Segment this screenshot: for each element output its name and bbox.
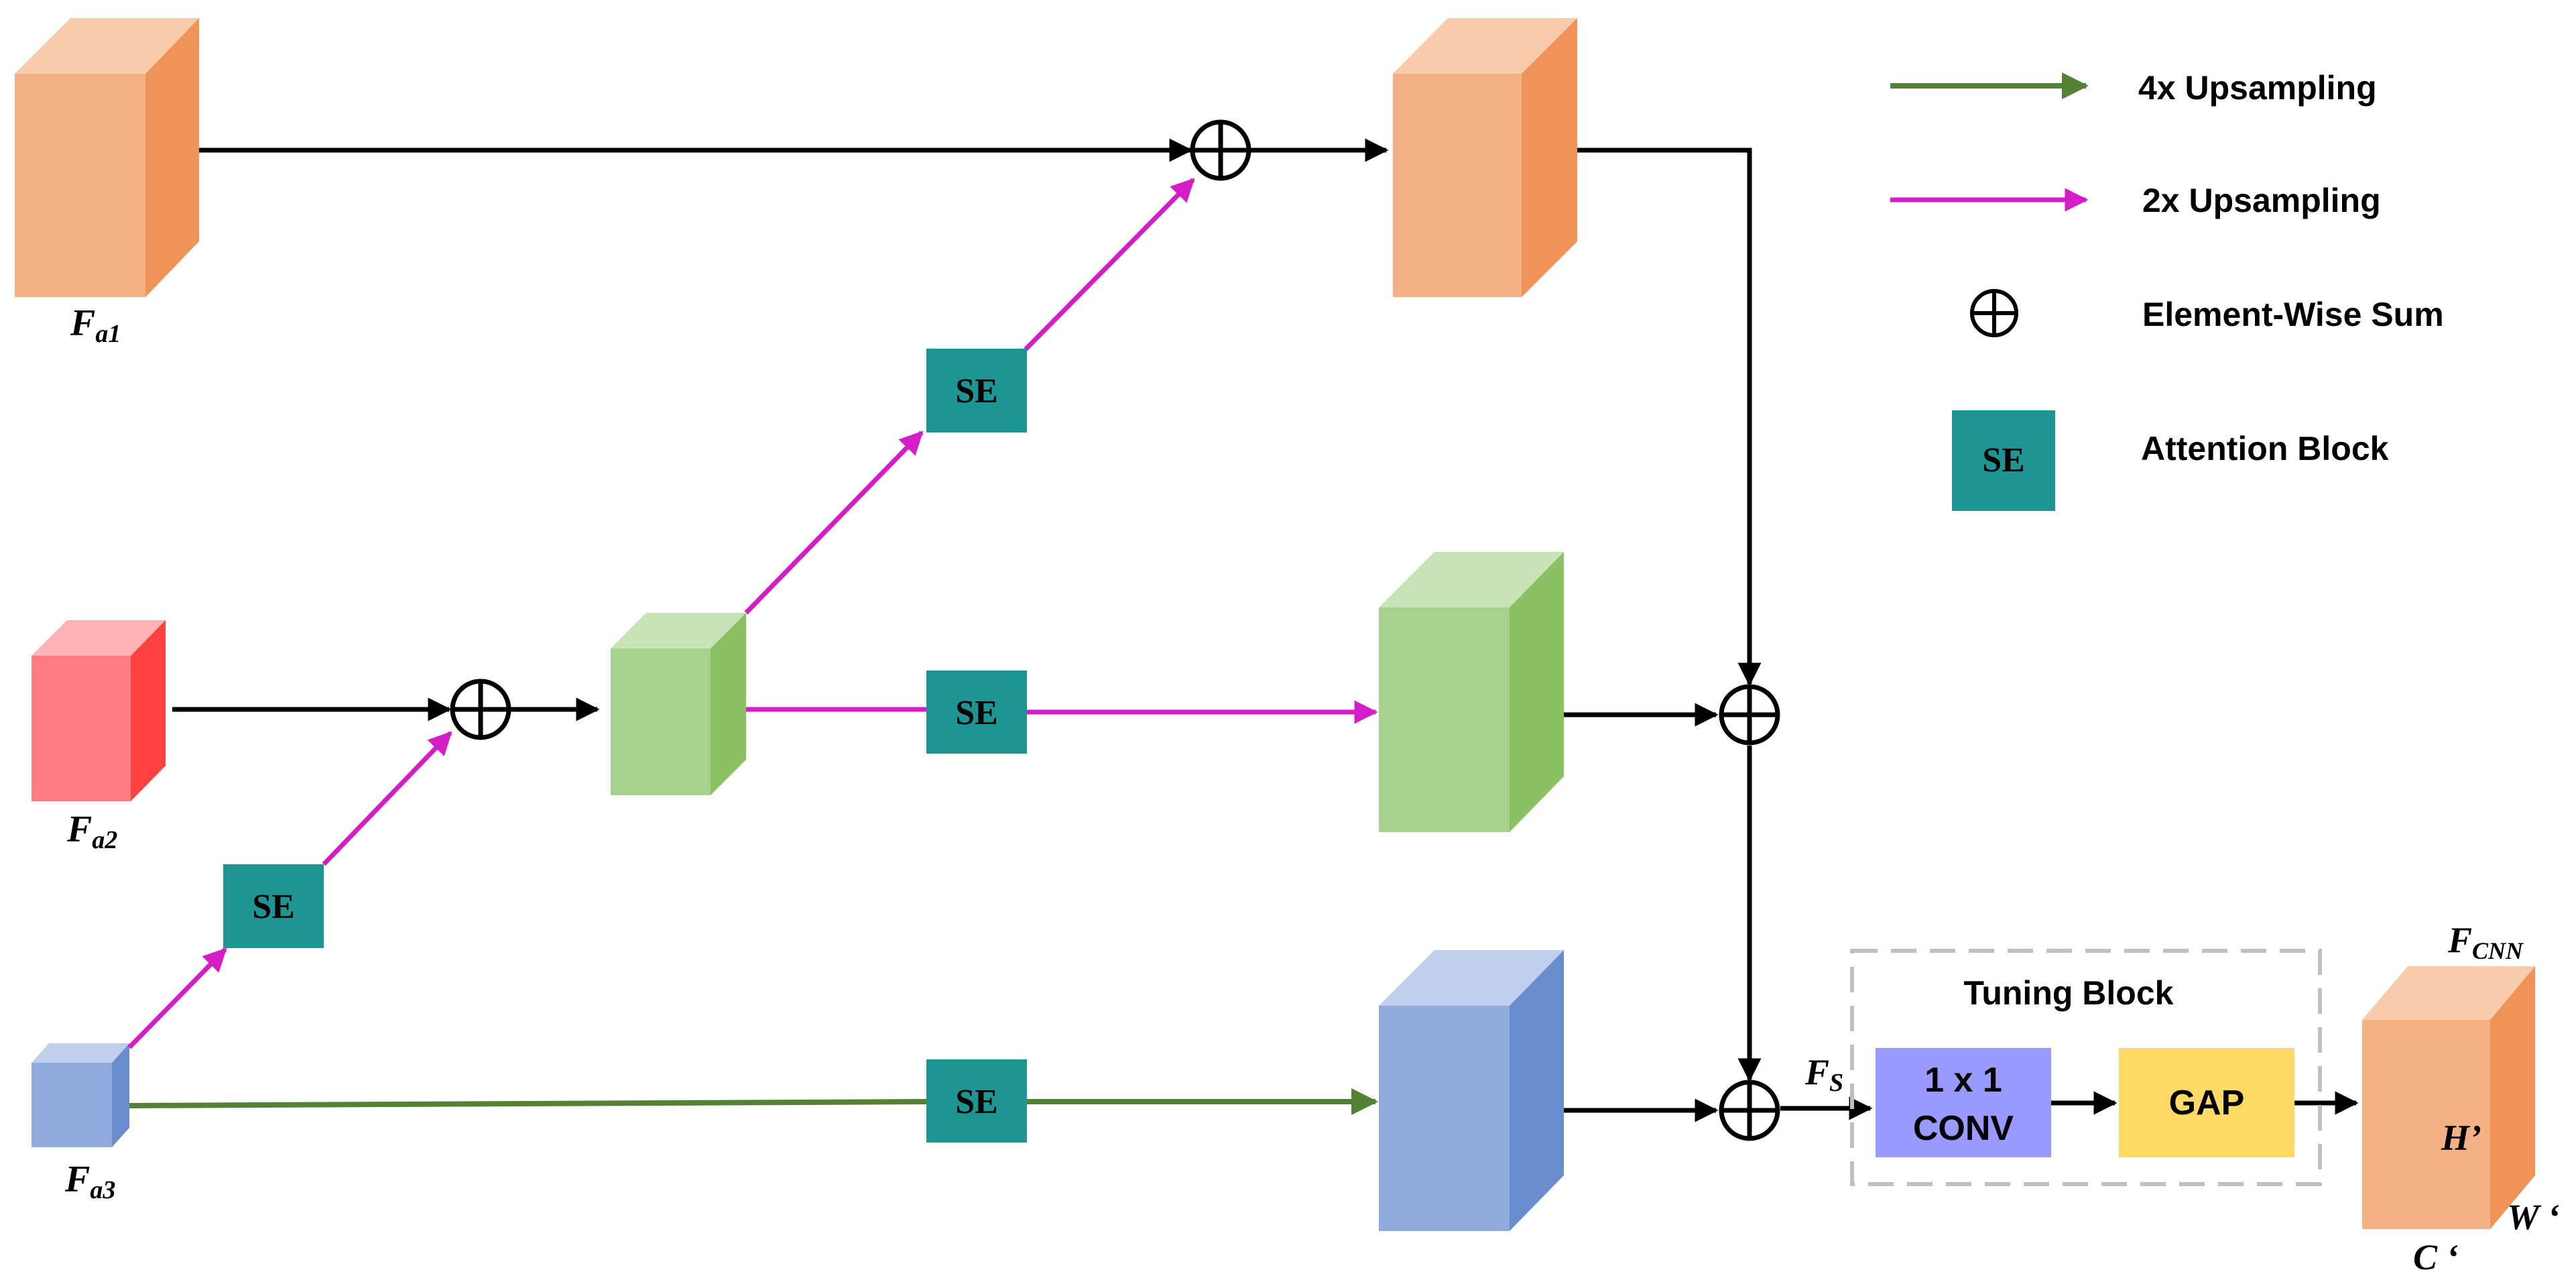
se-block-mid: SE <box>926 671 1027 754</box>
legend: 4x Upsampling 2x Upsampling Element-Wise… <box>1890 69 2444 511</box>
gap-label: GAP <box>2169 1084 2245 1122</box>
label-fs: FS <box>1804 1052 1843 1097</box>
legend-sum-label: Element-Wise Sum <box>2142 296 2444 333</box>
conv-block <box>1876 1048 2051 1157</box>
sum-node-bottom <box>1719 1080 1780 1141</box>
fused-cube-small-green <box>611 613 746 795</box>
feature-cube-fa2 <box>32 620 166 801</box>
sum-node-top <box>1190 119 1251 181</box>
output-cube-blue <box>1379 950 1564 1231</box>
svg-text:SE: SE <box>955 694 998 732</box>
arrow-orange-to-sum3 <box>1577 148 1762 687</box>
conv-label-line2: CONV <box>1913 1109 2014 1148</box>
label-w: W ‘ <box>2507 1197 2560 1237</box>
svg-text:SE: SE <box>1982 441 2025 479</box>
output-cube-green <box>1379 552 1564 832</box>
tuning-block: Tuning Block 1 x 1 CONV GAP <box>1850 949 2322 1186</box>
upsample4-fa3-to-se <box>129 1099 928 1108</box>
feature-cube-fa1 <box>15 18 199 297</box>
legend-sum-icon <box>1970 289 2018 337</box>
se-block-bottom: SE <box>926 1059 1027 1143</box>
legend-upsample4-label: 4x Upsampling <box>2138 69 2377 107</box>
tuning-block-title: Tuning Block <box>1964 974 2174 1012</box>
label-fa2: Fa2 <box>66 809 117 854</box>
svg-text:SE: SE <box>955 372 998 410</box>
legend-se-icon: SE <box>1952 410 2055 511</box>
svg-text:SE: SE <box>955 1083 998 1121</box>
sum-node-mid-left <box>450 679 511 740</box>
conv-label-line1: 1 x 1 <box>1924 1061 2002 1100</box>
upsample2-se-to-sum2 <box>322 731 452 866</box>
label-c: C ‘ <box>2413 1237 2459 1277</box>
legend-attention-label: Attention Block <box>2141 430 2389 467</box>
upsample2-fa3-to-se <box>127 947 227 1049</box>
se-block-top: SE <box>926 349 1027 432</box>
label-fa1: Fa1 <box>70 302 121 348</box>
svg-text:SE: SE <box>252 888 295 926</box>
sum-node-mid-right <box>1719 684 1780 746</box>
upsample2-se-to-sum1 <box>1024 178 1195 351</box>
fcnn-output-cube <box>2362 966 2535 1229</box>
label-h: H’ <box>2441 1118 2481 1158</box>
gap-block <box>2119 1048 2294 1157</box>
se-block-fa3: SE <box>223 864 324 948</box>
feature-cube-fa3 <box>32 1043 129 1147</box>
upsample2-green-to-se-top <box>744 430 924 615</box>
label-fa3: Fa3 <box>64 1159 115 1204</box>
legend-upsample2-label: 2x Upsampling <box>2142 182 2381 219</box>
output-cube-orange <box>1393 18 1577 297</box>
label-fcnn: FCNN <box>2447 920 2524 964</box>
